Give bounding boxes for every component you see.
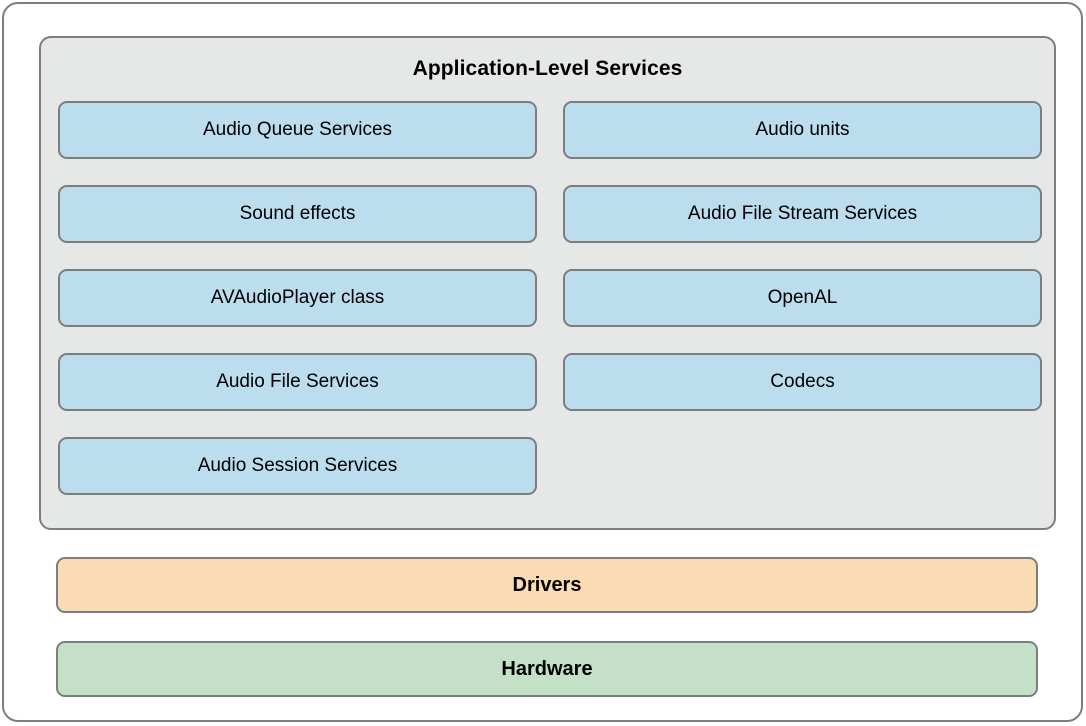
service-box-sound-effects[interactable]: Sound effects — [58, 185, 537, 243]
service-box-audio-session-services[interactable]: Audio Session Services — [58, 437, 537, 495]
service-box-grid: Audio Queue Services Sound effects AVAud… — [58, 101, 1042, 521]
service-box-codecs[interactable]: Codecs — [563, 353, 1042, 411]
service-column-left: Audio Queue Services Sound effects AVAud… — [58, 101, 537, 521]
service-box-audio-units[interactable]: Audio units — [563, 101, 1042, 159]
hardware-layer-bar[interactable]: Hardware — [56, 641, 1038, 697]
application-level-services-title: Application-Level Services — [412, 57, 683, 80]
service-box-openal[interactable]: OpenAL — [563, 269, 1042, 327]
service-box-audio-queue-services[interactable]: Audio Queue Services — [58, 101, 537, 159]
service-box-avaudioplayer-class[interactable]: AVAudioPlayer class — [58, 269, 537, 327]
application-level-services-panel: Application-Level Services Audio Queue S… — [39, 36, 1056, 530]
drivers-layer-bar[interactable]: Drivers — [56, 557, 1038, 613]
service-box-audio-file-stream-services[interactable]: Audio File Stream Services — [563, 185, 1042, 243]
service-box-audio-file-services[interactable]: Audio File Services — [58, 353, 537, 411]
service-column-right: Audio units Audio File Stream Services O… — [563, 101, 1042, 437]
